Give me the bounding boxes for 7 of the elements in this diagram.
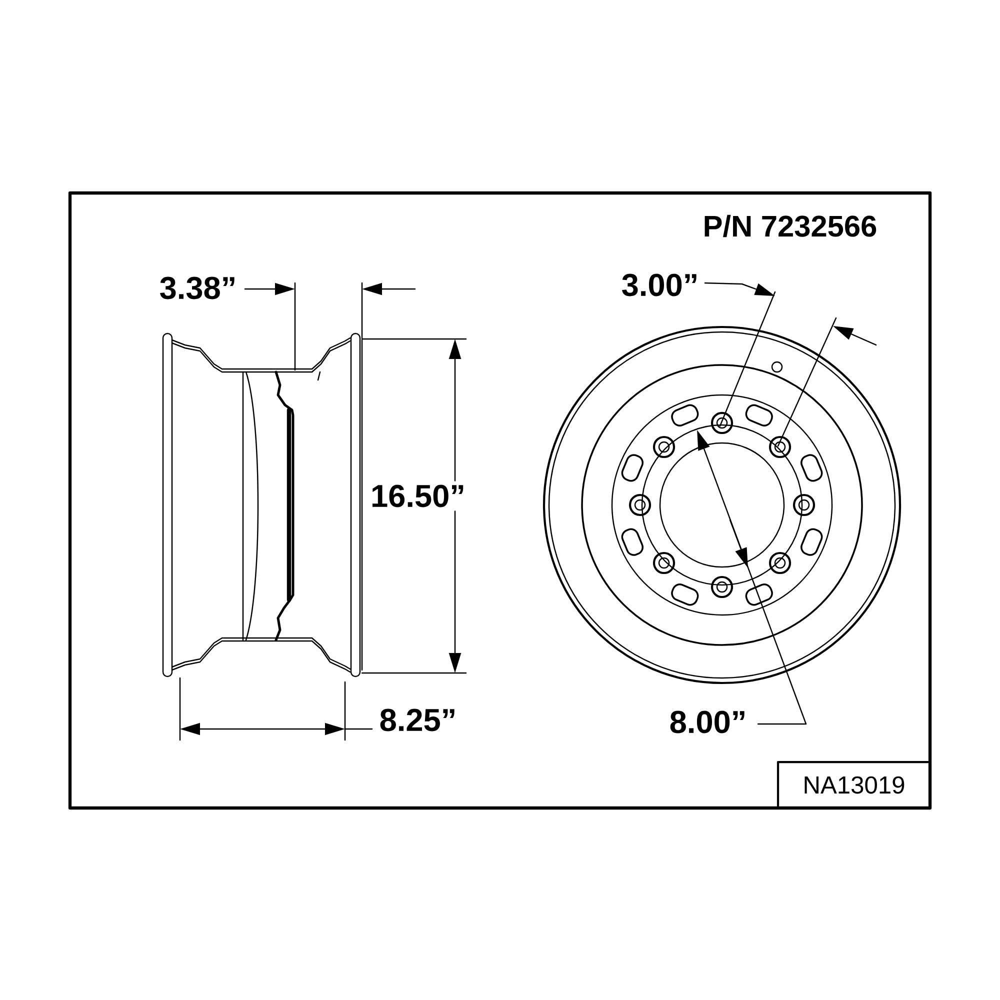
- dimension-label: 3.38”: [156, 273, 240, 303]
- dimension-label: 16.50”: [367, 481, 469, 511]
- dimension-label: 3.00”: [618, 270, 702, 300]
- reference-box: NA13019: [776, 760, 932, 810]
- part-number-label: P/N 7232566: [699, 211, 881, 241]
- dimension-label: 8.25”: [376, 705, 460, 735]
- dimension-label: 8.00”: [666, 707, 750, 737]
